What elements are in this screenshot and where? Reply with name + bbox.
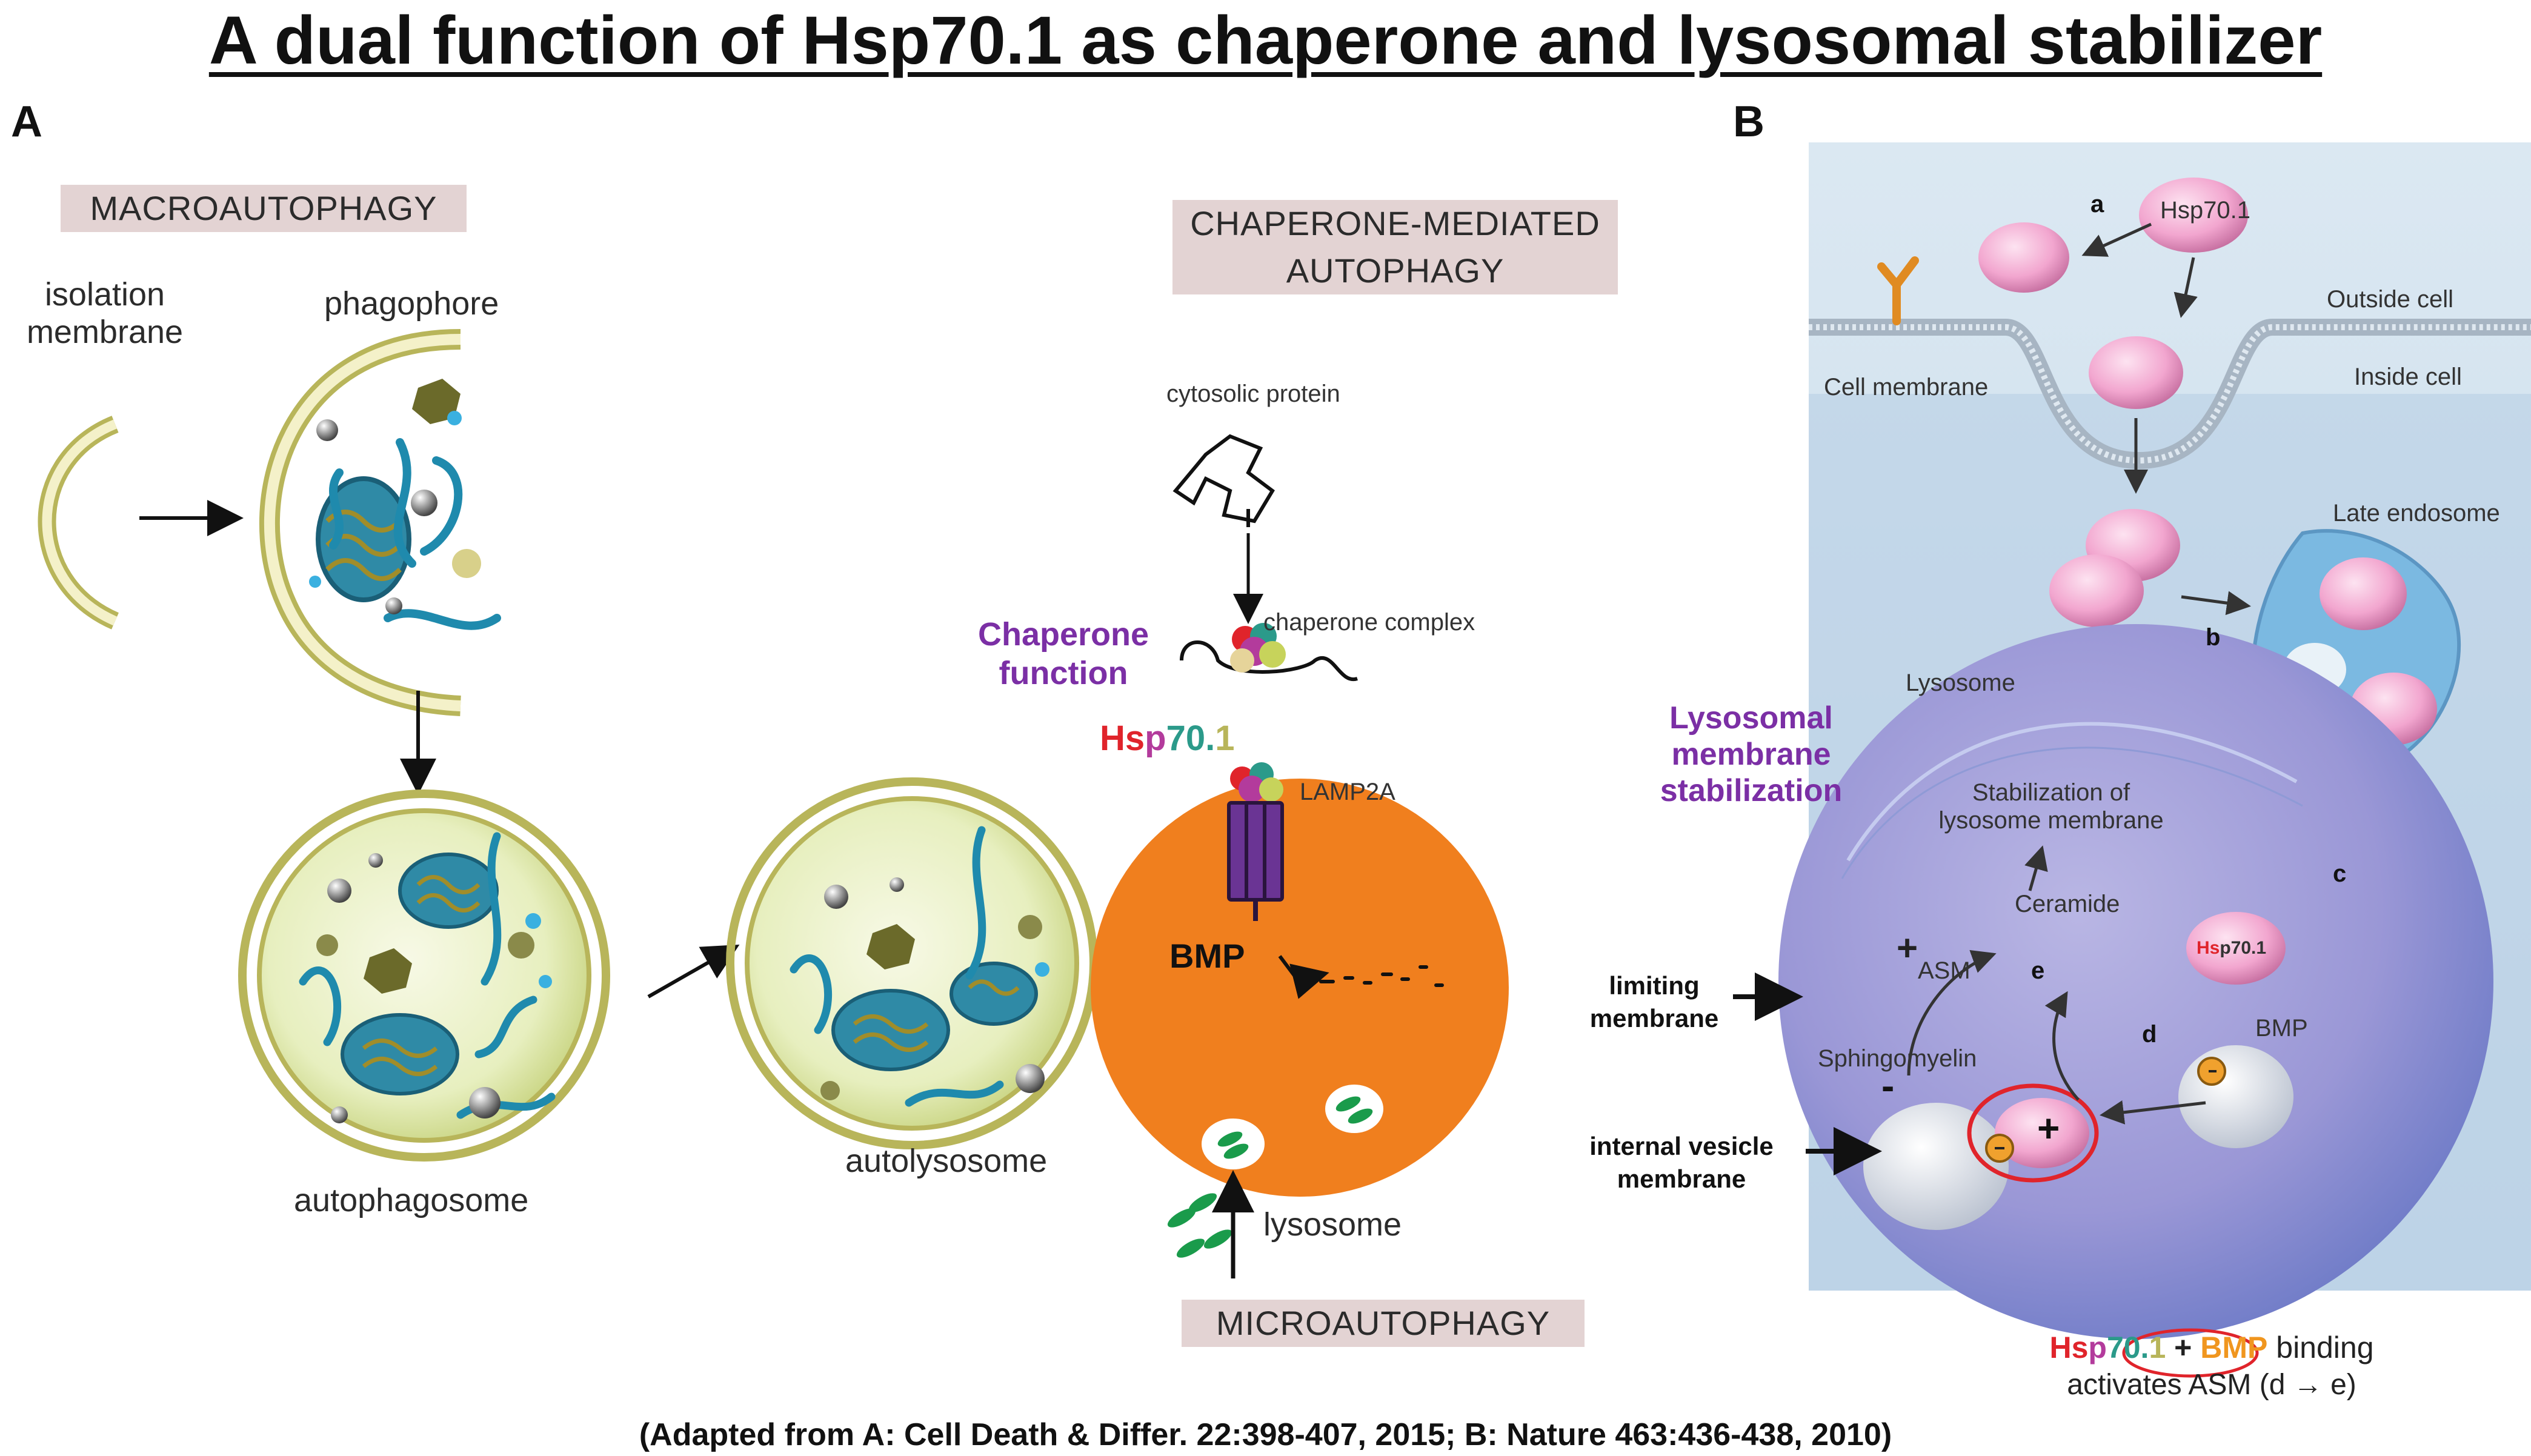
late-endosome-label: Late endosome [2333, 500, 2500, 527]
hsp70-proteins [1978, 178, 2248, 627]
inside-cell-label: Inside cell [2354, 364, 2462, 390]
binding-oval [2122, 1328, 2259, 1378]
cytosolic-protein-label: cytosolic protein [1166, 381, 1340, 407]
hsp701-top-label: Hsp70.1 [2160, 197, 2250, 224]
step-a: a [2090, 191, 2104, 218]
lysosome-label-a: lysosome [1263, 1206, 1402, 1243]
asm-label: ASM [1918, 957, 1971, 984]
autolysosome-shape [726, 777, 1098, 1149]
plus-sign: + [2037, 1106, 2060, 1150]
cytosolic-protein-shape [1172, 434, 1275, 527]
orange-lysosome [1091, 779, 1509, 1197]
lysosome-label-b: Lysosome [1906, 670, 2015, 696]
step-d: d [2142, 1021, 2157, 1048]
phagophore-label: phagophore [324, 285, 499, 322]
minus-sign: - [1881, 1064, 1895, 1108]
asm-plus: + [1897, 928, 1918, 968]
panel-a-letter: A [11, 98, 42, 146]
bmp-label-b: BMP [2255, 1015, 2308, 1042]
hsp70-label-a: Hsp70.1 [1100, 719, 1235, 758]
isolation-membrane [38, 416, 119, 630]
source-footer: (Adapted from A: Cell Death & Differ. 22… [639, 1417, 1892, 1452]
step-b: b [2206, 624, 2221, 651]
page-title: A dual function of Hsp70.1 as chaperone … [208, 2, 2323, 78]
macroautophagy-header: MACROAUTOPHAGY [61, 185, 467, 232]
cell-membrane-label: Cell membrane [1824, 374, 1989, 401]
phagophore-shape [259, 329, 501, 716]
step-c: c [2333, 860, 2347, 887]
sphingomyelin-label: Sphingomyelin [1818, 1045, 1977, 1072]
caption-line2: activates ASM (d → e) [2067, 1369, 2356, 1401]
bmp-label-a: BMP [1169, 937, 1245, 975]
step-e: e [2031, 957, 2045, 984]
panel-b-letter: B [1733, 98, 1764, 146]
caption-line1: Hsp70.1 + BMP binding [2049, 1331, 2374, 1365]
lamp2a-shape [1227, 762, 1284, 921]
microautophagy-header: MICROAUTOPHAGY [1182, 1300, 1585, 1347]
autophagosome-label: autophagosome [294, 1182, 529, 1218]
chaperone-complex-shape [1180, 623, 1358, 682]
autophagosome-shape [238, 789, 610, 1162]
cell-membrane [1809, 319, 2531, 470]
autolysosome-label: autolysosome [845, 1143, 1048, 1179]
chaperone-complex-label: chaperone complex [1263, 609, 1475, 636]
lamp2a-label: LAMP2A [1300, 779, 1395, 805]
lysosome-sphere [1778, 624, 2493, 1339]
hsp701-small-label: Hsp70.1 [2197, 938, 2267, 958]
ceramide-label: Ceramide [2015, 891, 2120, 917]
outside-cell-label: Outside cell [2327, 286, 2453, 313]
microautophagy-vesicles [1167, 1085, 1383, 1258]
